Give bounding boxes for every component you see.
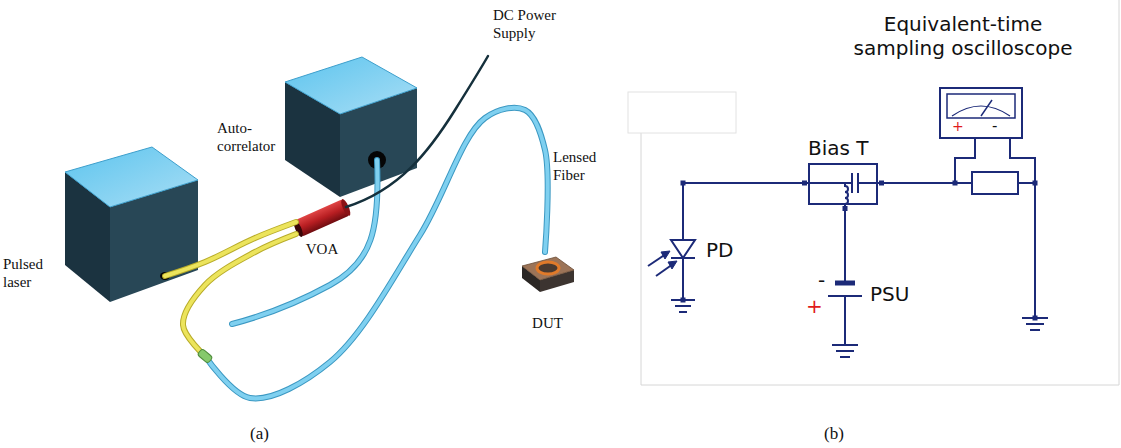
panel-frame: [628, 92, 736, 133]
variable-optical-attenuator: VOA: [296, 200, 348, 238]
junction-dot: [681, 181, 1038, 321]
meter-symbol: [947, 94, 1015, 118]
autocorrelator-fiber: [232, 160, 378, 324]
node-label: DUT: [520, 314, 575, 332]
fiber-jacket: [183, 234, 296, 356]
schematic-wires: [808, 182, 878, 184]
photodiode-symbol: [648, 240, 695, 276]
autocorrelator-box: [285, 57, 417, 197]
panel-label: (b): [824, 424, 854, 444]
polarity-sign: -: [992, 117, 1004, 135]
schematic-wires: [1034, 183, 1036, 318]
junction-dot: [1033, 316, 1038, 321]
battery-symbol: [828, 295, 862, 297]
bias-tee-internals: [845, 173, 858, 205]
junction-dot: [802, 181, 807, 186]
node-label: Pulsed laser: [3, 255, 61, 291]
panel-frame: [641, 0, 1119, 385]
pulsed-laser-box: [65, 147, 198, 302]
optical-fiber: [183, 108, 548, 399]
junction-dot: [843, 206, 848, 211]
schematic-wires: [844, 205, 846, 283]
bias-tee-internals: [852, 173, 858, 193]
load-resistor: [972, 172, 1018, 194]
ground-symbol: [671, 300, 1048, 357]
cable-label: DC Power Supply: [493, 6, 565, 42]
node-label: Equivalent-time sampling oscilloscope: [843, 12, 1083, 60]
meter-symbol: [952, 106, 1010, 116]
photodiode-symbol: [668, 261, 677, 269]
dut-chip: [537, 262, 559, 274]
photodiode-symbol: [671, 240, 695, 258]
fiber-label: Lensed Fiber: [553, 148, 609, 184]
power-cable: [346, 56, 488, 207]
optical-fiber: [205, 108, 548, 399]
schematic-wires: [682, 183, 684, 240]
autocorrelator-fiber: [232, 160, 378, 324]
fiber-connector: [197, 348, 213, 363]
panel-label: (a): [250, 424, 280, 444]
schematic-wires: [683, 138, 1035, 345]
sampling-oscilloscope: Equivalent-time sampling oscilloscope: [955, 88, 1035, 198]
node-label: Auto-correlator: [217, 119, 281, 155]
component-label: PD: [706, 238, 746, 262]
junction-dot: [1033, 181, 1038, 186]
dut-chip: [522, 257, 574, 280]
schematic-wires: [683, 182, 808, 184]
bias-tee: Bias T: [808, 163, 878, 205]
junction-dot: [681, 298, 686, 303]
schematic-wires: [682, 258, 684, 300]
schematic-wires: [844, 296, 846, 345]
polarity-sign: -: [818, 268, 830, 292]
node-label: VOA: [296, 240, 348, 258]
dut-chip: [522, 257, 574, 292]
power-cable: [346, 56, 488, 207]
load-resistor: [972, 172, 1018, 194]
panel-frame: [628, 0, 1119, 385]
polarity-sign: +: [806, 294, 826, 318]
pulsed-laser: Pulsed laser: [65, 147, 165, 302]
meter-symbol: [940, 88, 1022, 138]
pulsed-laser-box: [65, 147, 198, 207]
fiber-jacket: [205, 108, 548, 399]
autocorrelator: Auto-correlator: [285, 57, 417, 197]
device-under-test: DUT: [520, 252, 575, 297]
bias-tee-internals: [845, 183, 848, 205]
photodiode-symbol: [671, 257, 695, 259]
signal-wire: [878, 183, 955, 184]
meter-symbol: [940, 88, 1022, 138]
battery-symbol: [835, 281, 855, 286]
meter-symbol: [981, 100, 992, 116]
ground-symbol: [832, 345, 858, 357]
voa-cylinder: [295, 199, 350, 237]
junction-dot: [681, 181, 686, 186]
component-label: PSU: [870, 282, 930, 306]
photodiode-symbol: [661, 251, 670, 259]
node-label: Bias T: [808, 136, 898, 160]
signal-wire: [878, 182, 955, 184]
autocorrelator-fiber: [232, 160, 378, 324]
optical-fiber: [183, 234, 296, 356]
voa-cylinder: [292, 198, 352, 238]
battery-symbol: [828, 283, 862, 296]
autocorrelator-box: [285, 57, 417, 114]
polarity-sign: +: [952, 118, 968, 135]
